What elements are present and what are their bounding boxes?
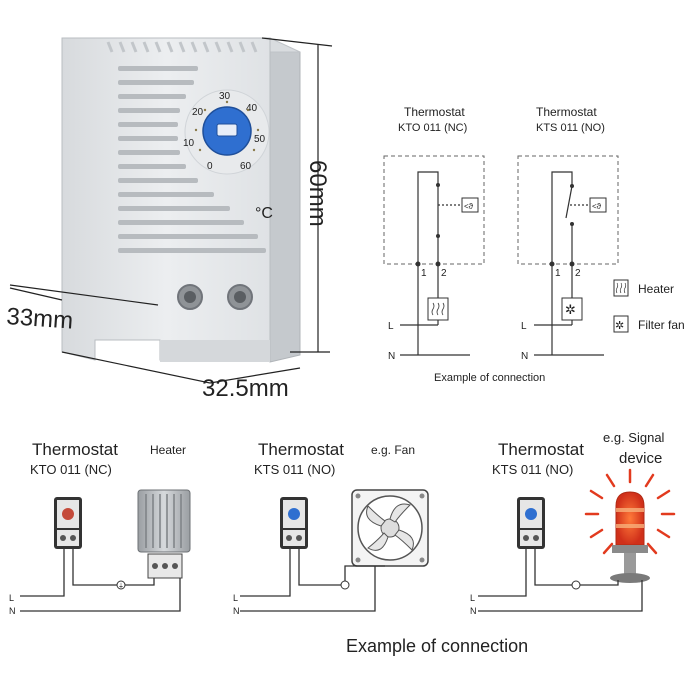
example-heater: Thermostat KTO 011 (NC) Heater ⏚ L N	[9, 440, 191, 616]
example-1-model: KTO 011 (NC)	[30, 462, 112, 477]
example-signal-device: Thermostat KTS 011 (NO) e.g. Signal devi…	[470, 430, 676, 616]
celsius-unit-label: °C	[255, 205, 273, 222]
example-3-model: KTS 011 (NO)	[492, 462, 573, 477]
example-3-load-label-line1: e.g. Signal	[603, 430, 665, 445]
example-1-neutral-label: N	[9, 606, 16, 616]
example-fan: Thermostat KTS 011 (NO) e.g. Fan L N	[233, 440, 429, 616]
example-1-title: Thermostat	[32, 440, 118, 459]
example-3-neutral-label: N	[470, 606, 477, 616]
dial-mark-30: 30	[219, 91, 231, 102]
dial-mark-40: 40	[246, 103, 258, 114]
schematic-left-title: Thermostat	[404, 105, 465, 119]
dial-ticks	[194, 100, 260, 152]
front-vent-slots	[118, 66, 266, 253]
signal-light-rays	[584, 468, 676, 555]
example-2-title: Thermostat	[258, 440, 344, 459]
example-3-load-label-line2: device	[619, 450, 662, 467]
schematic-right-terminal-1: 1	[555, 268, 561, 279]
schematic-left-line-label: L	[388, 321, 394, 332]
top-vent-ridges	[106, 41, 258, 53]
svg-text:✲: ✲	[565, 302, 576, 317]
schematic-right-title: Thermostat	[536, 105, 597, 119]
example-2-line-label: L	[233, 593, 238, 603]
dimension-lines	[9, 37, 333, 384]
width-dimension-label: 32.5mm	[202, 375, 289, 402]
dial-scale: 0 10 20 30 40 50 60	[183, 91, 266, 172]
example-1-line-label: L	[9, 593, 14, 603]
svg-text:⏚: ⏚	[118, 583, 124, 590]
schematic-left-model: KTO 011 (NC)	[398, 122, 467, 134]
dial-mark-60: 60	[240, 161, 252, 172]
example-2-neutral-label: N	[233, 606, 240, 616]
fan-symbol	[561, 297, 583, 321]
signal-lamp-dome	[615, 491, 645, 546]
dial-mark-50: 50	[254, 134, 266, 145]
example-3-title: Thermostat	[498, 440, 584, 459]
schematic-diagram: Thermostat KTO 011 (NC) Thermostat KTS 0…	[383, 105, 685, 384]
legend-heater-label: Heater	[638, 282, 674, 296]
dial-mark-10: 10	[183, 138, 195, 149]
height-dimension-label: 60mm	[304, 160, 331, 227]
dial-mark-20: 20	[192, 107, 204, 118]
thermostat-product: 0 10 20 30 40 50 60 °C	[61, 37, 301, 363]
schematic-right-terminal-2: 2	[575, 268, 581, 279]
example-2-model: KTS 011 (NO)	[254, 462, 335, 477]
schematic-right-neutral-label: N	[521, 351, 528, 362]
bottom-caption: Example of connection	[346, 636, 528, 656]
svg-text:<ϑ: <ϑ	[592, 202, 602, 211]
schematic-caption: Example of connection	[434, 372, 545, 384]
example-3-line-label: L	[470, 593, 475, 603]
schematic-left-neutral-label: N	[388, 351, 395, 362]
svg-text:✲: ✲	[615, 320, 624, 332]
example-1-load-label: Heater	[150, 443, 186, 457]
heater-device	[137, 489, 191, 553]
schematic-left-terminal-2: 2	[441, 268, 447, 279]
example-2-load-label: e.g. Fan	[371, 443, 415, 457]
schematic-right-line-label: L	[521, 321, 527, 332]
schematic-right-model: KTS 011 (NO)	[536, 122, 605, 134]
dial-mark-0: 0	[207, 161, 213, 172]
svg-text:<ϑ: <ϑ	[464, 202, 474, 211]
legend-filter-fan-label: Filter fan	[638, 318, 685, 332]
depth-dimension-label: 33mm	[6, 303, 74, 335]
schematic-left-terminal-1: 1	[421, 268, 427, 279]
